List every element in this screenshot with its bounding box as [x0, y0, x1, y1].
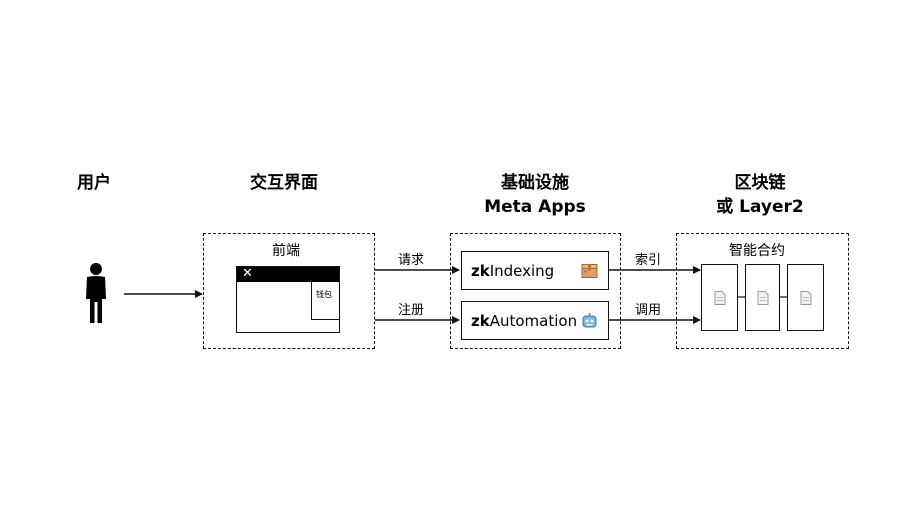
- contract-card-2: [745, 264, 780, 331]
- invoke-label: 调用: [635, 303, 662, 318]
- package-icon: [581, 263, 598, 278]
- column-title-infra-line1: 基础设施: [501, 173, 569, 193]
- zk-indexing-prefix: zk: [471, 261, 490, 280]
- document-icon: [800, 290, 811, 305]
- zk-indexing-label: Indexing: [489, 261, 555, 280]
- request-label: 请求: [398, 253, 425, 268]
- robot-icon: [582, 312, 597, 327]
- person-icon: [86, 263, 106, 323]
- column-title-user: 用户: [77, 173, 111, 193]
- contract-card-1: [701, 264, 738, 331]
- register-label: 注册: [398, 303, 425, 318]
- browser-window: ✕ 钱包: [236, 266, 340, 333]
- column-title-infra-line2: Meta Apps: [484, 197, 586, 217]
- column-title-frontend: 交互界面: [250, 173, 318, 193]
- column-title-chain-line2: 或 Layer2: [716, 197, 804, 217]
- chain-box: [676, 233, 849, 349]
- document-icon: [714, 290, 725, 305]
- frontend-box: [203, 233, 375, 349]
- zk-automation-prefix: zk: [471, 311, 490, 330]
- close-icon: ✕: [242, 266, 253, 281]
- column-title-chain: 区块链 或 Layer2: [705, 171, 815, 219]
- column-title-chain-line1: 区块链: [734, 173, 786, 193]
- column-title-infra: 基础设施 Meta Apps: [480, 171, 590, 219]
- wallet-panel: 钱包: [311, 282, 339, 320]
- zk-automation-label: Automation: [489, 311, 578, 330]
- infra-box: [450, 233, 621, 349]
- chain-caption: 智能合约: [729, 243, 785, 259]
- window-title-bar: ✕: [237, 266, 339, 282]
- index-label: 索引: [635, 253, 662, 268]
- frontend-caption: 前端: [272, 243, 300, 259]
- contract-card-3: [787, 264, 824, 331]
- document-icon: [757, 290, 768, 305]
- wallet-label: 钱包: [316, 290, 332, 299]
